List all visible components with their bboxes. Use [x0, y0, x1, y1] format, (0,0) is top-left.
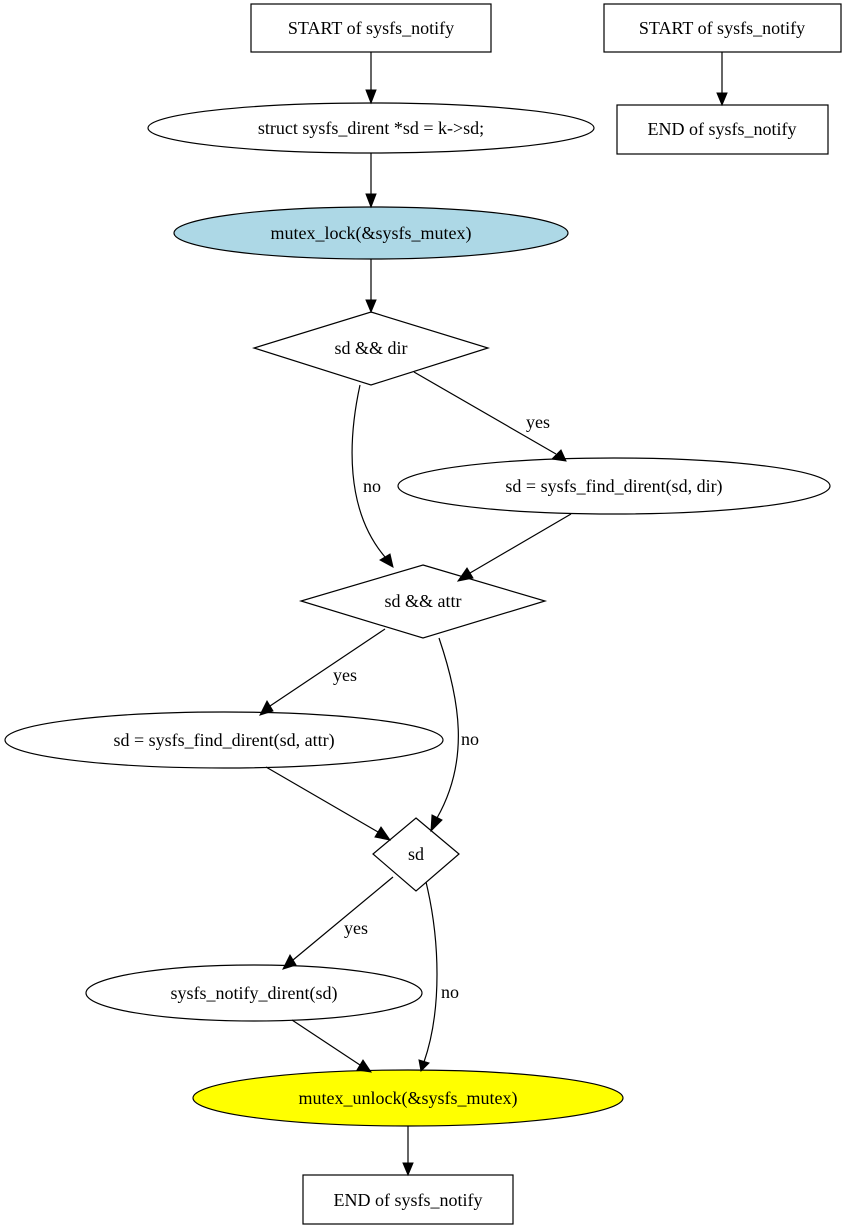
edge-unlock-to-end [402, 1126, 414, 1177]
node-find-dir-label: sd = sysfs_find_dirent(sd, dir) [505, 476, 722, 497]
edge-attr-yes: yes [259, 628, 386, 716]
edge-start-to-decl [365, 52, 377, 105]
edge-find-attr-to-cond-sd [265, 766, 392, 841]
edge-find-dir-to-cond-attr [456, 513, 572, 582]
node-find-dir: sd = sysfs_find_dirent(sd, dir) [397, 457, 831, 515]
edge-attr-no: no [430, 637, 479, 833]
node-end-side-label: END of sysfs_notify [648, 119, 797, 139]
node-end-main-label: END of sysfs_notify [334, 1190, 483, 1210]
edge-start-side-to-end-side [716, 52, 728, 107]
node-cond-attr-label: sd && attr [385, 591, 462, 611]
edge-dir-yes: yes [413, 371, 567, 462]
edge-sd-no: no [418, 881, 459, 1073]
edge-attr-yes-label: yes [333, 665, 357, 685]
node-cond-attr: sd && attr [298, 564, 548, 639]
edge-dir-yes-label: yes [526, 412, 550, 432]
node-notify-label: sysfs_notify_dirent(sd) [171, 983, 338, 1004]
node-end-main: END of sysfs_notify [302, 1174, 514, 1225]
node-cond-dir-label: sd && dir [334, 338, 407, 358]
node-lock: mutex_lock(&sysfs_mutex) [173, 206, 569, 260]
node-cond-sd: sd [372, 817, 460, 892]
edge-decl-to-lock [365, 153, 377, 209]
edge-sd-no-label: no [441, 982, 459, 1002]
edge-lock-to-cond-dir [365, 259, 377, 314]
node-cond-sd-label: sd [408, 844, 424, 864]
node-start-side: START of sysfs_notify [603, 3, 842, 53]
node-lock-label: mutex_lock(&sysfs_mutex) [271, 223, 472, 244]
node-start-main-label: START of sysfs_notify [288, 18, 454, 38]
edge-notify-to-unlock [291, 1019, 373, 1073]
node-find-attr: sd = sysfs_find_dirent(sd, attr) [4, 711, 444, 769]
node-start-side-label: START of sysfs_notify [639, 18, 805, 38]
node-start-main: START of sysfs_notify [250, 3, 492, 53]
node-decl-label: struct sysfs_dirent *sd = k->sd; [258, 118, 484, 138]
node-unlock: mutex_unlock(&sysfs_mutex) [192, 1069, 624, 1127]
node-decl: struct sysfs_dirent *sd = k->sd; [147, 102, 595, 154]
edge-sd-yes-label: yes [344, 918, 368, 938]
node-cond-dir: sd && dir [251, 311, 491, 386]
node-end-side: END of sysfs_notify [616, 104, 829, 155]
edge-sd-yes: yes [282, 876, 394, 970]
node-unlock-label: mutex_unlock(&sysfs_mutex) [299, 1088, 518, 1109]
node-find-attr-label: sd = sysfs_find_dirent(sd, attr) [113, 730, 334, 751]
node-notify: sysfs_notify_dirent(sd) [85, 964, 423, 1022]
edge-dir-no: no [351, 384, 394, 568]
edge-attr-no-label: no [461, 729, 479, 749]
edge-dir-no-label: no [363, 476, 381, 496]
